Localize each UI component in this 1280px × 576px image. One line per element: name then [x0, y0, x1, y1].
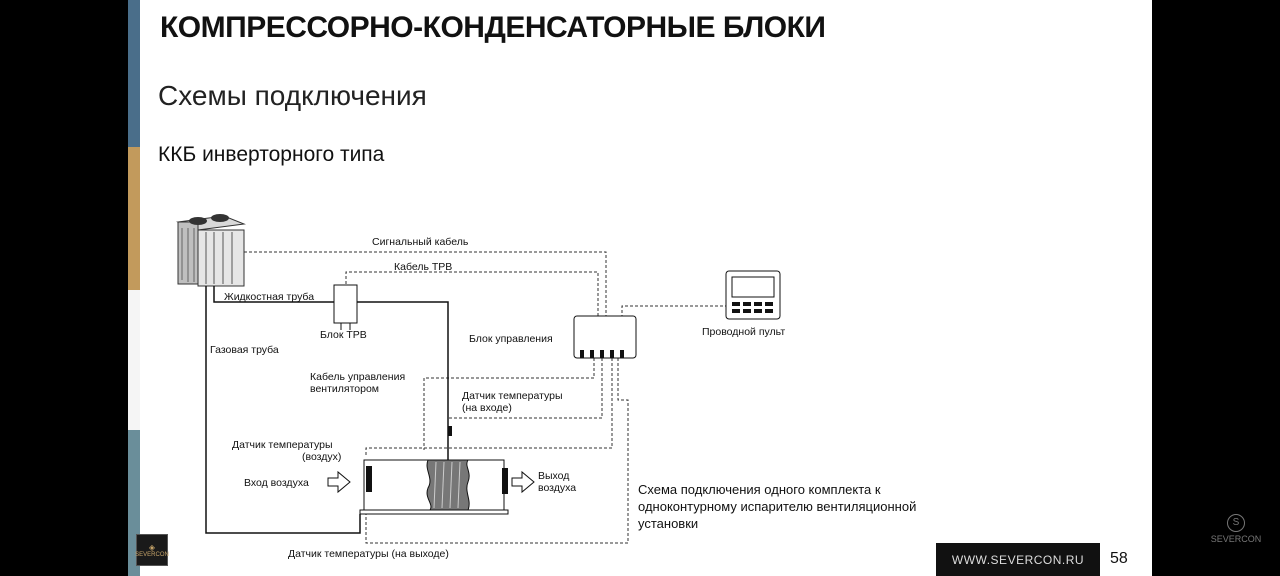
air-handling-unit-icon: [359, 426, 509, 515]
trv-block-icon: [333, 284, 358, 330]
slide-title: КОМПРЕССОРНО-КОНДЕНСАТОРНЫЕ БЛОКИ: [160, 11, 826, 44]
trv-block-label: Блок ТРВ: [320, 329, 367, 341]
website-footer: WWW.SEVERCON.RU: [936, 543, 1100, 576]
air-out-label-line2: воздуха: [538, 482, 576, 494]
wired-remote-icon: [725, 270, 781, 320]
slide: КОМПРЕССОРНО-КОНДЕНСАТОРНЫЕ БЛОКИ Схемы …: [128, 0, 1152, 576]
condensing-unit-icon: [176, 214, 246, 287]
control-block-icon: [573, 315, 637, 359]
severcon-logo: ◈ SEVERCON: [135, 534, 169, 566]
website-link[interactable]: WWW.SEVERCON.RU: [951, 552, 1085, 567]
gas-pipe-label: Газовая труба: [210, 344, 279, 356]
logo-ring-icon: S: [1227, 514, 1245, 532]
accent-stripe-light: [128, 290, 140, 430]
temp-in-label-line2: (на входе): [462, 402, 512, 414]
temp-in-label-line1: Датчик температуры: [462, 390, 563, 402]
signal-cable-label: Сигнальный кабель: [372, 236, 469, 248]
accent-stripe-blue: [128, 0, 140, 147]
trv-cable-label: Кабель ТРВ: [394, 261, 452, 273]
watermark-logo: S SEVERCON: [1208, 514, 1264, 554]
liquid-pipe-label: Жидкостная труба: [224, 291, 314, 303]
fan-cable-label-line1: Кабель управления: [310, 371, 405, 383]
slide-subtitle: Схемы подключения: [158, 80, 427, 111]
air-in-arrow-icon: [327, 470, 351, 494]
temp-air-label-line1: Датчик температуры: [232, 439, 333, 451]
temp-air-label-line2: (воздух): [302, 451, 341, 463]
control-block-label: Блок управления: [469, 333, 553, 345]
accent-stripe-gold: [128, 147, 140, 290]
connection-diagram: Сигнальный кабель Кабель ТРВ Жидкостная …: [176, 214, 785, 560]
fan-cable-label-line2: вентилятором: [310, 383, 379, 395]
wired-remote-label: Проводной пульт: [702, 326, 785, 338]
air-out-arrow-icon: [511, 470, 535, 494]
section-heading: ККБ инверторного типа: [158, 143, 385, 166]
air-out-label-line1: Выход: [538, 470, 569, 482]
page-number: 58: [1110, 550, 1128, 567]
air-in-label: Вход воздуха: [244, 477, 309, 489]
temp-out-label: Датчик температуры (на выходе): [288, 548, 449, 560]
watermark-logo-text: SEVERCON: [1210, 534, 1262, 544]
diagram-caption: Схема подключения одного комплекта к одн…: [638, 482, 917, 531]
logo-text: SEVERCON: [135, 551, 169, 558]
